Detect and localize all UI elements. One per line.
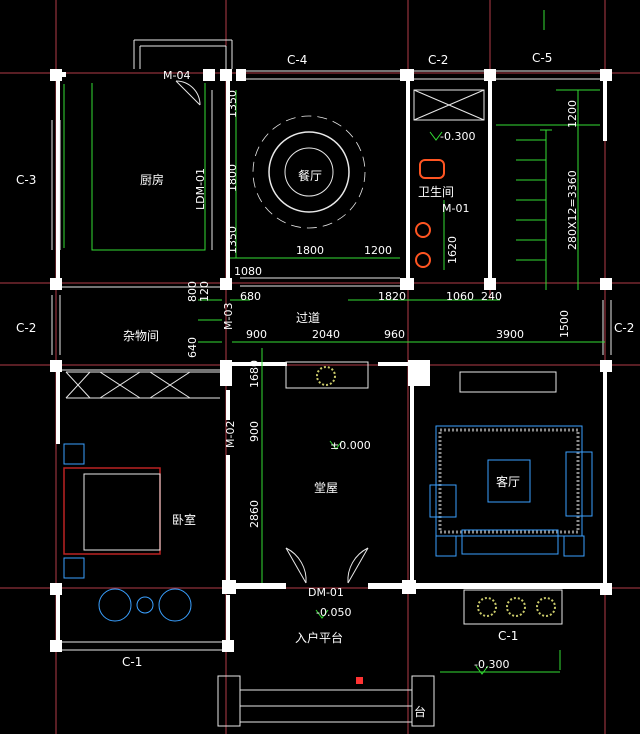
dim-1680: 1680 [248, 360, 261, 388]
dim-1820: 1820 [378, 290, 406, 303]
level-bath: -0.300 [440, 130, 475, 143]
windows-lines [51, 39, 612, 727]
dim-dining-v2: 1800 [226, 164, 239, 192]
window-c2-right: C-2 [614, 321, 634, 335]
dining-table-icon [252, 115, 366, 229]
window-c1-left: C-1 [122, 655, 142, 669]
dim-800: 800 [186, 281, 199, 302]
level-hall: ±0.000 [330, 439, 371, 452]
dim-stair-run: 280X12=3360 [566, 170, 579, 250]
room-kitchen: 厨房 [140, 172, 164, 187]
dim-dining-v1: 1350 [226, 90, 239, 118]
door-m01: M-01 [442, 202, 469, 215]
window-c5: C-5 [532, 51, 552, 65]
dim-dining-h2: 1200 [364, 244, 392, 257]
dim-680: 680 [240, 290, 261, 303]
window-c4: C-4 [287, 53, 307, 67]
door-m02: M-02 [224, 421, 237, 448]
dim-dining-v3: 1350 [226, 226, 239, 254]
dim-1080: 1080 [234, 265, 262, 278]
living-room-furniture-icon [429, 425, 593, 557]
room-hall: 堂屋 [314, 481, 338, 495]
dim-stair-top: 1200 [566, 100, 579, 128]
dim-900b: 900 [248, 421, 261, 442]
dim-1620: 1620 [446, 236, 459, 264]
dim-240: 240 [481, 290, 502, 303]
window-c2-top: C-2 [428, 53, 448, 67]
level-outside: -0.300 [474, 658, 509, 671]
dim-2860: 2860 [248, 500, 261, 528]
window-c1-right: C-1 [498, 629, 518, 643]
room-living: 客厅 [496, 474, 520, 489]
dim-1500: 1500 [558, 310, 571, 338]
dim-640: 640 [186, 337, 199, 358]
room-storage: 杂物间 [123, 329, 159, 343]
walls [50, 69, 612, 652]
dim-1060: 1060 [446, 290, 474, 303]
room-bathroom: 卫生间 [418, 185, 454, 199]
level-markers [315, 131, 489, 684]
step-label: 台 [414, 704, 426, 719]
dim-2040: 2040 [312, 328, 340, 341]
green-lines [63, 10, 605, 673]
dim-960: 960 [384, 328, 405, 341]
dim-120: 120 [198, 281, 211, 302]
plant-icons [316, 366, 556, 617]
window-c2-left: C-2 [16, 321, 36, 335]
window-c3: C-3 [16, 173, 36, 187]
dim-3900: 3900 [496, 328, 524, 341]
bathroom-fixtures-icon [415, 159, 445, 268]
bedroom-furniture-icon [63, 443, 192, 622]
door-m04: M-04 [163, 69, 190, 82]
dim-900a: 900 [246, 328, 267, 341]
room-dining: 餐厅 [298, 168, 322, 183]
room-entry-platform: 入户平台 [295, 630, 343, 645]
dim-dining-h1: 1800 [296, 244, 324, 257]
level-entry: -0.050 [316, 606, 351, 619]
door-ldm01: LDM-01 [194, 168, 207, 210]
door-dm01: DM-01 [308, 586, 344, 599]
door-m03: M-03 [222, 303, 235, 330]
room-corridor: 过道 [296, 311, 320, 325]
room-bedroom: 卧室 [172, 512, 196, 527]
